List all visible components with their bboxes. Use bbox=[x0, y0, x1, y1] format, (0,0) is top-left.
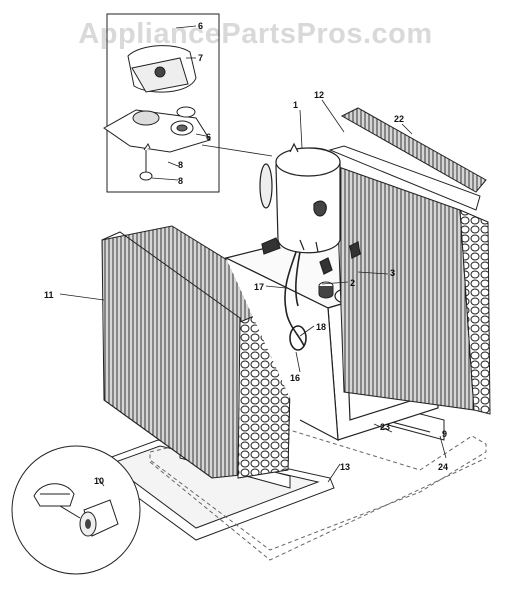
callout-3: 3 bbox=[390, 268, 395, 278]
compressor bbox=[259, 142, 361, 275]
watermark-text: AppliancePartsPros.com bbox=[78, 18, 433, 50]
callout-12: 12 bbox=[314, 90, 324, 100]
callout-9: 9 bbox=[442, 429, 447, 439]
callout-2: 2 bbox=[350, 278, 355, 288]
callout-18: 18 bbox=[316, 322, 326, 332]
callout-labels: 6 7 6 8 8 1 12 22 11 2 3 17 18 16 23 24 … bbox=[44, 21, 448, 486]
callout-8b: 8 bbox=[178, 176, 183, 186]
callout-17: 17 bbox=[254, 282, 264, 292]
fan-motor-shroud bbox=[127, 45, 197, 93]
refrigerant-tubing bbox=[284, 251, 307, 351]
callout-10: 10 bbox=[94, 476, 104, 486]
grommet bbox=[318, 281, 334, 299]
condenser-coil bbox=[328, 145, 491, 415]
callout-7: 7 bbox=[198, 53, 203, 63]
callout-22: 22 bbox=[394, 114, 404, 124]
mounting-bolt bbox=[139, 143, 153, 181]
grommet-plate bbox=[103, 106, 211, 153]
callout-13: 13 bbox=[340, 462, 350, 472]
callout-6: 6 bbox=[198, 21, 203, 31]
callout-16: 16 bbox=[290, 373, 300, 383]
foam-gasket-strip bbox=[340, 107, 487, 193]
callout-6b: 6 bbox=[206, 132, 211, 142]
detail-circle bbox=[11, 445, 141, 575]
inset-detail-box bbox=[103, 13, 273, 193]
callout-24: 24 bbox=[438, 462, 448, 472]
leader-lines bbox=[59, 99, 447, 487]
callout-11: 11 bbox=[44, 290, 54, 300]
callout-1: 1 bbox=[293, 100, 298, 110]
chassis-outline bbox=[149, 423, 487, 551]
callout-8: 8 bbox=[178, 160, 183, 170]
callout-23: 23 bbox=[380, 422, 390, 432]
